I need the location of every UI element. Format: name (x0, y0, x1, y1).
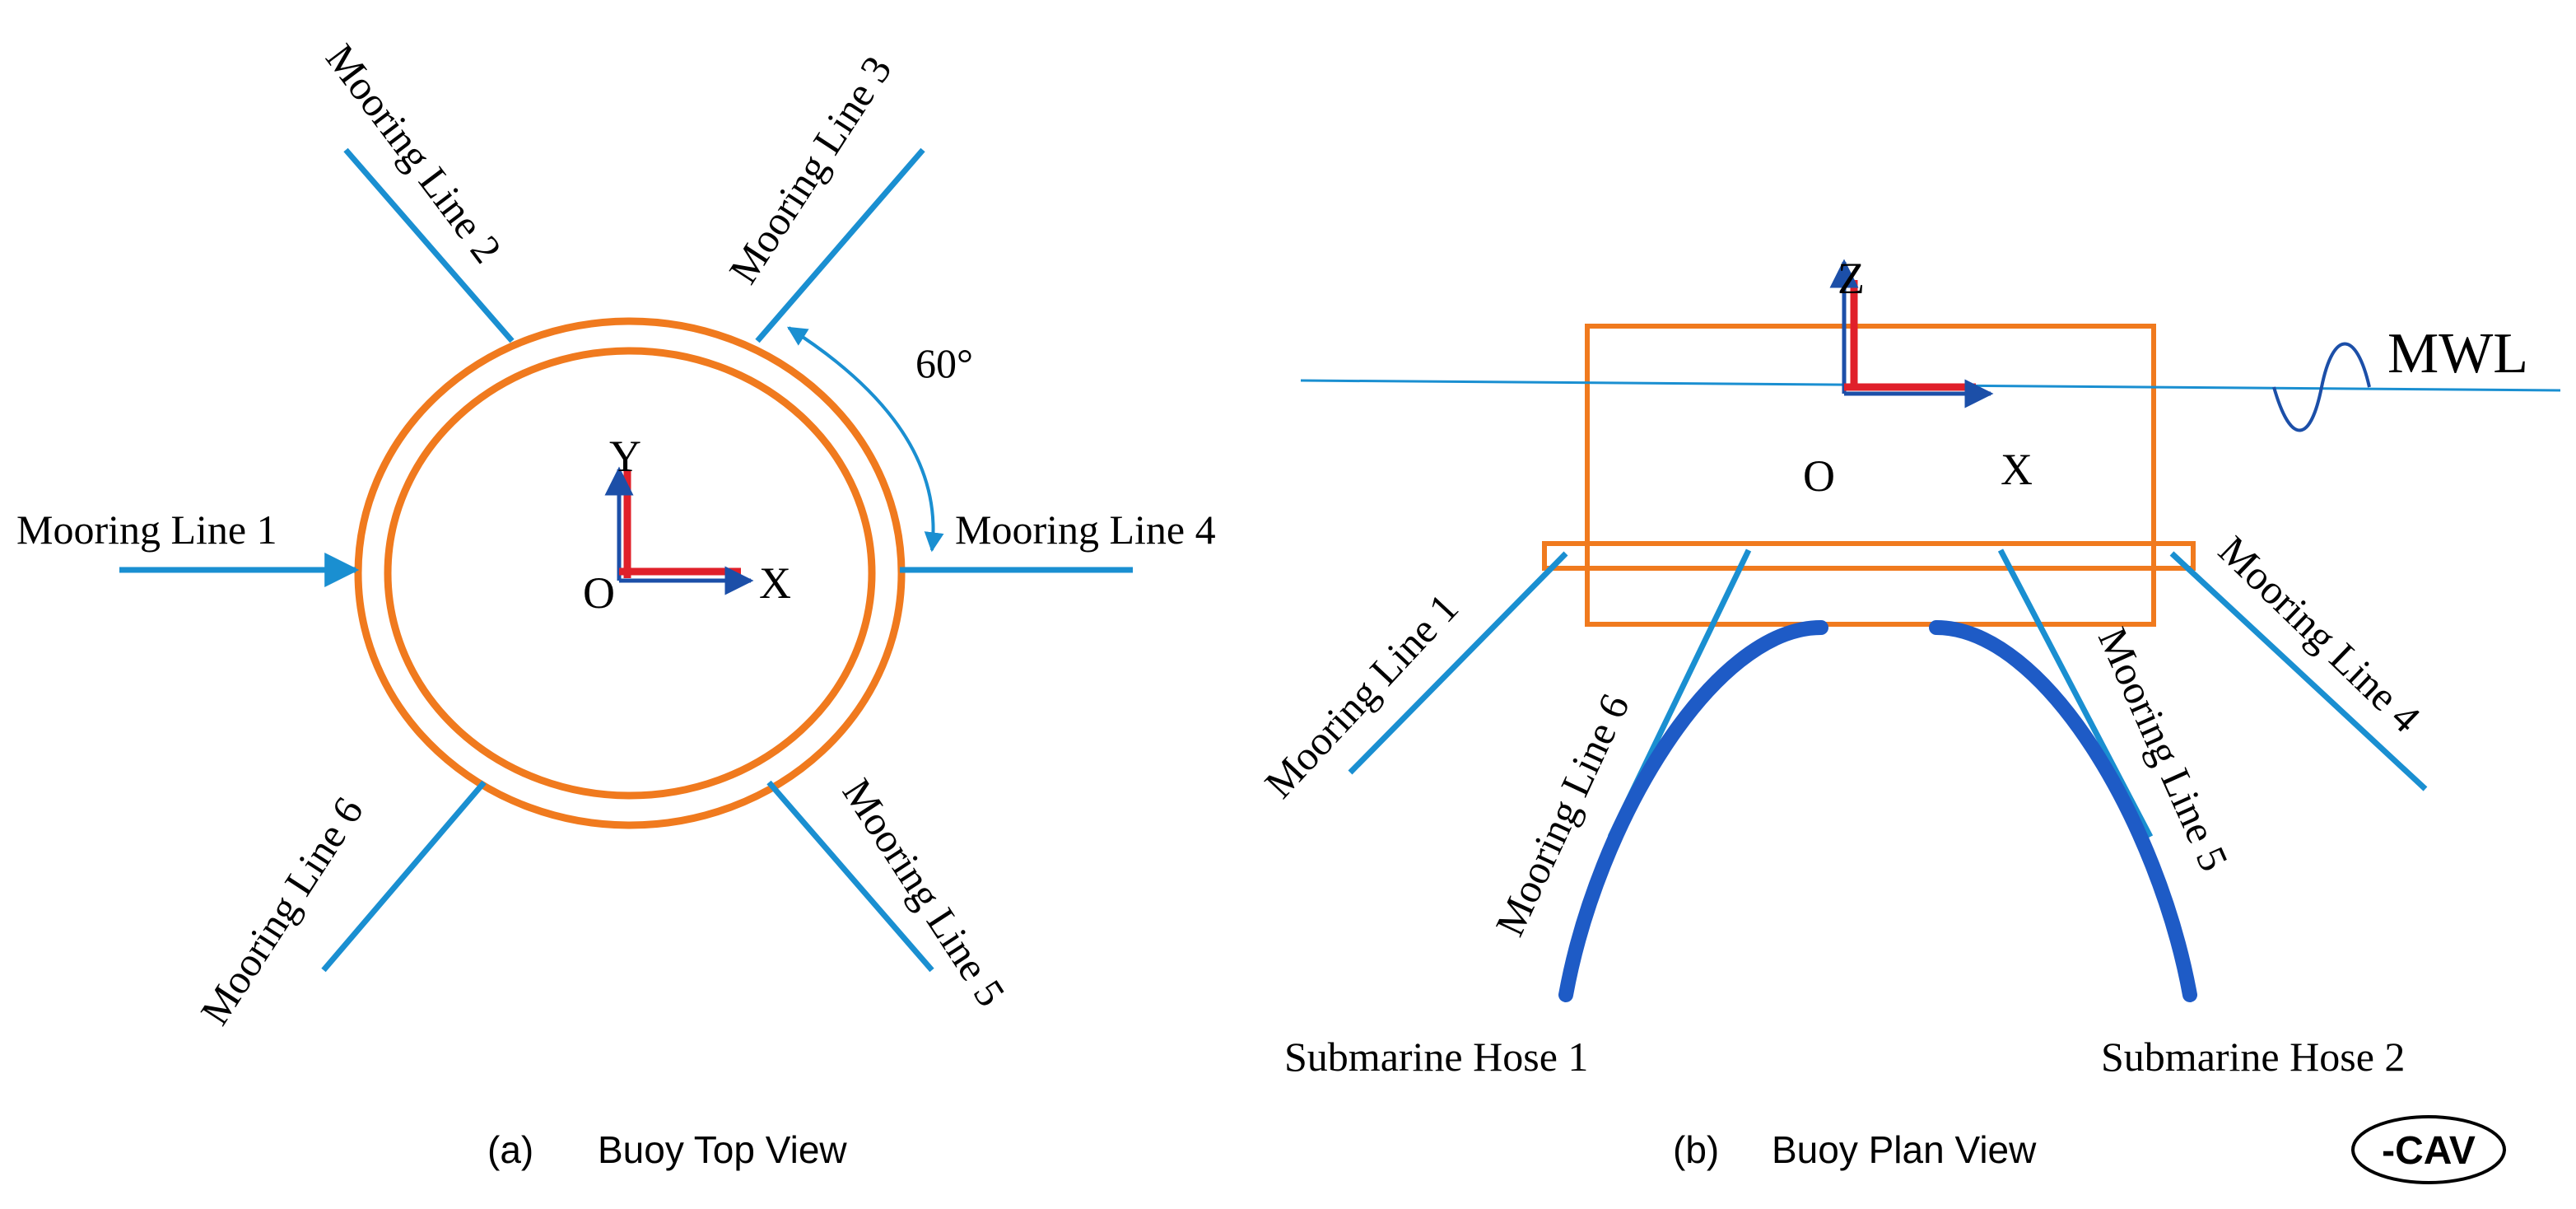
top-mooring-line-6 (321, 780, 487, 973)
hose-2-label: Submarine Hose 2 (2101, 1034, 2405, 1080)
top-view: 60° Y X O Mooring Line 1 Mooring Line 2 … (16, 35, 1216, 1171)
angle-arc (786, 326, 944, 553)
top-label-mooring-line-1: Mooring Line 1 (16, 506, 277, 553)
top-mooring-line-3 (755, 147, 925, 343)
plan-origin-label: O (1803, 451, 1835, 501)
top-caption-letter: (a) (487, 1128, 533, 1171)
top-caption: Buoy Top View (598, 1128, 847, 1171)
top-mooring-line-5 (766, 780, 934, 973)
wave-symbol (2272, 342, 2371, 432)
plan-mooring-line-4 (2169, 551, 2428, 791)
plan-view: MWL Z X O Mooring Line 1 Mooring Line 6 … (1255, 254, 2561, 1171)
top-label-mooring-line-4: Mooring Line 4 (955, 506, 1216, 553)
watermark-oval (2351, 1115, 2506, 1184)
angle-label: 60° (915, 340, 973, 386)
top-axis-y-label: Y (609, 432, 641, 481)
submarine-hose-1 (1558, 620, 1828, 1002)
plan-label-mooring-line-6: Mooring Line 6 (1486, 687, 1638, 943)
plan-axis-z-label: Z (1838, 254, 1865, 303)
top-origin-label: O (583, 568, 615, 618)
top-axis-x-label: X (759, 558, 791, 608)
watermark: -CAV (2351, 1115, 2506, 1184)
plan-label-mooring-line-4: Mooring Line 4 (2210, 527, 2429, 741)
buoy-skirt (1542, 541, 2196, 571)
plan-axis-x-label: X (2001, 445, 2033, 494)
buoy-body (1585, 324, 2156, 627)
watermark-text: -CAV (2382, 1129, 2476, 1173)
plan-label-mooring-line-5: Mooring Line 5 (2089, 621, 2238, 878)
top-mooring-line-2 (343, 147, 515, 343)
plan-caption: Buoy Plan View (1772, 1128, 2037, 1171)
buoy-inner-ring (384, 347, 876, 800)
top-label-mooring-line-3: Mooring Line 3 (720, 48, 900, 292)
water-level-label: MWL (2387, 322, 2528, 385)
plan-label-mooring-line-1: Mooring Line 1 (1255, 585, 1467, 807)
plan-caption-letter: (b) (1673, 1128, 1719, 1171)
submarine-hose-2 (1929, 620, 2197, 1002)
plan-mooring-line-1 (1348, 551, 1568, 775)
hose-1-label: Submarine Hose 1 (1284, 1034, 1588, 1080)
top-label-mooring-line-6: Mooring Line 6 (191, 789, 371, 1033)
